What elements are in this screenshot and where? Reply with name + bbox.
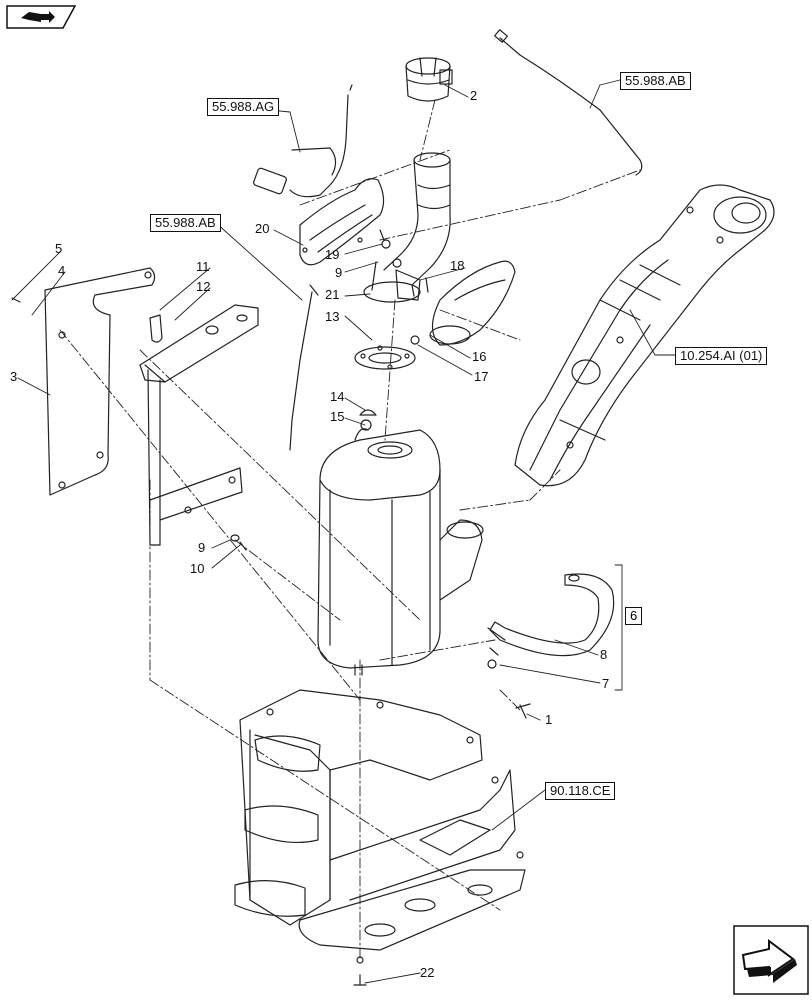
wire-harness-ab-left <box>289 284 319 451</box>
next-page-arrow-icon[interactable] <box>733 925 809 1000</box>
callout-5: 5 <box>55 241 63 256</box>
reference-box-wiring-top[interactable]: 55.988.AB <box>620 72 691 90</box>
callout-22: 22 <box>420 965 435 980</box>
callout-8: 8 <box>600 647 608 662</box>
reference-box-intake-duct[interactable]: 10.254.AI (01) <box>675 347 768 365</box>
callout-3: 3 <box>10 369 18 384</box>
step-frame <box>234 689 526 986</box>
tailpipe-cap <box>405 57 453 102</box>
wire-harness-ab-top <box>493 29 643 176</box>
reference-box-step-frame[interactable]: 90.118.CE <box>545 782 616 800</box>
callout-9-bottom: 9 <box>198 540 206 555</box>
callout-9-top: 9 <box>335 265 343 280</box>
callout-1: 1 <box>545 712 553 727</box>
callout-17: 17 <box>474 369 489 384</box>
callout-20: 20 <box>255 221 270 236</box>
callout-4: 4 <box>58 263 66 278</box>
callout-14: 14 <box>330 389 345 404</box>
reference-box-wiring-left[interactable]: 55.988.AB <box>150 214 221 232</box>
reference-box-exhaust-sensor[interactable]: 55.988.AG <box>207 98 280 116</box>
wire-harness-ag <box>253 84 353 198</box>
muffler <box>317 428 484 676</box>
callout-13: 13 <box>325 309 340 324</box>
callout-6: 6 <box>625 607 643 625</box>
callout-11: 11 <box>196 259 210 274</box>
book-arrow-icon[interactable] <box>5 4 77 35</box>
callout-7: 7 <box>602 676 610 691</box>
guide-lines <box>59 99 641 961</box>
callout-18: 18 <box>450 258 465 273</box>
intake-duct <box>514 184 775 487</box>
callout-10: 10 <box>190 561 205 576</box>
leader-lines <box>11 79 676 984</box>
fasteners <box>11 229 429 551</box>
callout-15: 15 <box>330 409 345 424</box>
callout-16: 16 <box>472 349 487 364</box>
callout-19: 19 <box>325 247 340 262</box>
callout-2: 2 <box>470 88 478 103</box>
exhaust-pipe <box>363 152 451 303</box>
support-bracket <box>139 304 259 546</box>
callout-12: 12 <box>196 279 211 294</box>
mounting-plate <box>44 267 156 496</box>
callout-21: 21 <box>325 287 340 302</box>
gasket <box>354 345 416 370</box>
muffler-strap <box>487 573 615 719</box>
heat-shield-upper <box>299 178 385 266</box>
heat-shield-lower <box>429 260 516 346</box>
